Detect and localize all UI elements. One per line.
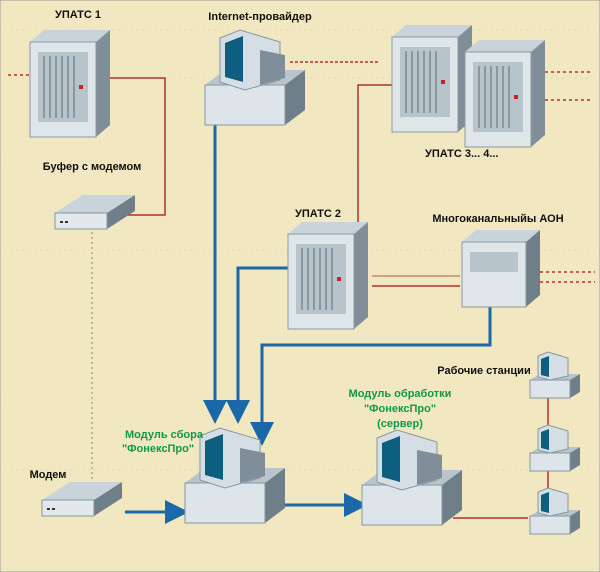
data-links [125,112,492,524]
phone-lines [8,61,595,519]
upats1-rack-icon [29,29,111,138]
label-processor-3: (сервер) [377,418,423,430]
label-workstations: Рабочие станции [437,365,530,377]
label-internet: Internet-провайдер [208,11,312,23]
aon-device-icon [461,230,540,308]
label-upats34: УПАТС 3... 4... [425,148,499,160]
label-upats1: УПАТС 1 [55,9,101,21]
upats2-rack-icon [287,221,369,330]
label-aon: Многоканальныйы АОН [432,213,563,225]
label-processor-1: Модуль обработки [349,388,452,400]
label-collector-1: Модуль сбора [125,429,204,441]
label-upats2: УПАТС 2 [295,208,341,220]
upats4-rack-icon [464,39,546,148]
label-collector-2: "ФонексПро" [122,443,194,455]
upats3-rack-icon [391,24,473,133]
label-modem: Модем [30,469,67,481]
label-processor-2: "ФонексПро" [364,403,436,415]
label-buffer: Буфер с модемом [43,161,142,173]
